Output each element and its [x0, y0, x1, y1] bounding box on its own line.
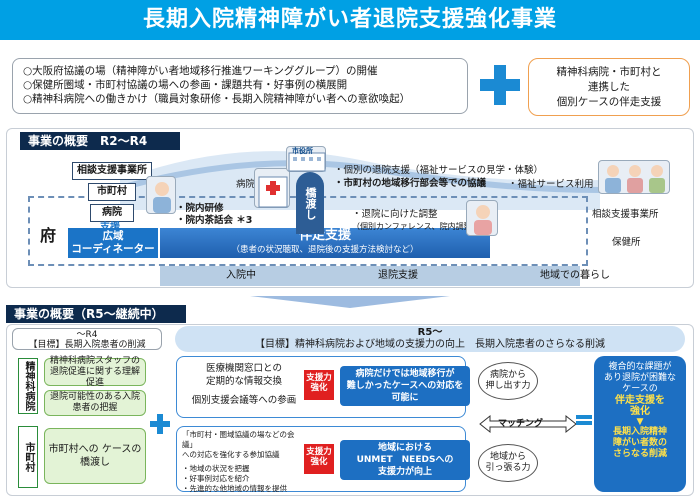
equals-icon [576, 412, 592, 428]
label-support: 支援 [100, 218, 120, 233]
support-strength-tag: 支援力強化 [304, 444, 334, 474]
final-line: 障がい者数の [612, 438, 667, 448]
matching-label: マッチング [498, 419, 544, 429]
hospital-word: 病院 [236, 179, 256, 190]
hospital-mid-text: 医療機関窓口との 定期的な情報交換 個別支援会議等への参画 [186, 362, 302, 407]
plus-icon [480, 65, 520, 105]
section-label-r2-r4: 事業の概要 R2～R4 [20, 132, 180, 150]
final-line: ケースの [622, 384, 658, 394]
consult-staff-group-icon [598, 160, 670, 194]
label-municipality: 市町村 [88, 183, 136, 201]
row-label-psych-hospital: 精神科病院 [18, 358, 38, 414]
mid-line: ・好事例対応を紹介 [182, 474, 250, 483]
accompany-subtitle: （患者の状況聴取、退院後の支援方法検討など） [231, 245, 419, 255]
arrow-down-icon: ▼ [636, 417, 644, 427]
push-force-oval: 病院から押し出す力 [478, 362, 538, 400]
page-title: 長期入院精神障がい者退院支援強化事業 [0, 0, 700, 40]
aim-item: ○大阪府協議の場（精神障がい者地域移行推進ワーキンググループ）の開催 [23, 65, 378, 77]
top-bullet: ・福祉サービス利用 [508, 179, 594, 190]
r5-line: 【目標】精神科病院および地域の支援力の向上 長期入院患者のさらなる削減 [255, 339, 605, 350]
coordinator-line: 広域 [102, 230, 124, 242]
mid-line: ・先進的な他地域の情報を提供 [182, 484, 287, 493]
top-bullet: ・個別の退院支援（福祉サービスの見学・体験） [334, 165, 544, 176]
goal-staff-understanding: 精神科病院スタッフの退院促進に関する理解促進 [44, 356, 146, 388]
oval-line: 押し出す力 [485, 381, 531, 391]
support-line: 連携した [588, 81, 630, 93]
outcome-line: 支援力が向上 [377, 467, 432, 477]
right-label-health-center: 保健所 [612, 237, 641, 248]
outcome-line: 病院だけでは地域移行が [355, 369, 455, 379]
support-line: 個別ケースの伴走支援 [556, 96, 662, 108]
aims-box: ○大阪府協議の場（精神障がい者地域移行推進ワーキンググループ）の開催 ○保健所圏… [12, 58, 468, 114]
row-label-municipality: 市町村 [18, 426, 38, 488]
municipality-mid-text: 「市町村・圏域協議の場などの会議」 への対応を強化する参加協議 ・地域の状況を把… [182, 430, 302, 494]
timeline-arrow [160, 266, 580, 286]
oval-line: 引っ張る力 [485, 463, 531, 473]
r5-line: R5～ [417, 327, 443, 338]
oval-line: 地域から [489, 452, 526, 462]
oval-line: 病院から [489, 370, 526, 380]
mid-bullet-sub: （個別カンファレンス、院内調整等） [352, 222, 488, 231]
r4-line: 【目標】長期入院患者の削減 [28, 340, 146, 350]
axis-community-life: 地域での暮らし [540, 270, 610, 281]
city-hall-building-icon [286, 146, 326, 172]
top-bullet: ・市町村の地域移行部会等での協議 [334, 178, 487, 189]
municipality-outcome-box: 地域における UNMET NEEDSへの 支援力が向上 [340, 440, 470, 480]
r4-goal-header: ～R4 【目標】長期入院患者の削減 [12, 328, 162, 350]
right-label-consult: 相談支援事業所 [592, 209, 659, 220]
bridge-label: 橋渡し [296, 172, 324, 234]
coordinator-line: コーディネーター [71, 243, 155, 255]
r5-goal-header: R5～ 【目標】精神科病院および地域の支援力の向上 長期入院患者のさらなる削減 [175, 326, 685, 352]
hospital-activity: ・院内茶話会 ＊3 [176, 215, 253, 226]
goal-case-handover: 市町村への ケースの橋渡し [44, 428, 146, 484]
final-line: あり退院が困難な [603, 373, 676, 383]
mid-line: 定期的な情報交換 [205, 376, 282, 387]
support-strength-tag: 支援力強化 [304, 370, 334, 400]
mid-line: 「市町村・圏域協議の場などの会議」 [182, 430, 295, 449]
mid-line: 個別支援会議等への参画 [191, 395, 297, 406]
coordinator-box: 広域 コーディネーター [68, 228, 158, 258]
transition-arrow [250, 296, 450, 308]
city-hall-sign: 市役所 [292, 147, 313, 155]
pull-force-oval: 地域から引っ張る力 [478, 444, 538, 482]
hospital-outcome-box: 病院だけでは地域移行が 難しかったケースへの対応を 可能に [340, 366, 470, 406]
support-box: 精神科病院・市町村と 連携した 個別ケースの伴走支援 [528, 58, 690, 116]
mid-line: 医療機関窓口との [206, 363, 282, 374]
aim-item: ○精神科病院への働きかけ（職員対象研修・長期入院精神障がい者への意欲喚起） [23, 93, 411, 105]
outcome-line: 可能に [391, 393, 419, 403]
section-label-r5: 事業の概要（R5～継続中） [6, 305, 186, 323]
mid-bullet: ・退院に向けた調整 [352, 209, 438, 220]
plus-icon [150, 414, 170, 434]
outcome-line: 地域における [377, 443, 432, 453]
goal-identify-patients: 退院可能性のある入院患者の把握 [44, 390, 146, 416]
label-consult-office: 相談支援事業所 [72, 162, 152, 180]
support-line: 精神科病院・市町村と [556, 66, 662, 78]
mid-line: への対応を強化する参加協議 [182, 450, 280, 459]
mid-line: ・地域の状況を把握 [182, 464, 250, 473]
outcome-line: 難しかったケースへの対応を [346, 381, 464, 391]
final-line: 伴走支援を [615, 395, 665, 406]
patient-person-icon [466, 200, 498, 236]
hospital-building-icon [254, 168, 290, 208]
r4-line: ～R4 [76, 330, 98, 340]
flow-wave-graphic [120, 151, 600, 210]
label-hospital: 病院 [90, 204, 134, 222]
final-line: 複合的な課題が [608, 362, 672, 372]
coordinator-person-icon [146, 176, 176, 214]
hospital-activity: ・院内研修 [176, 203, 224, 214]
axis-hospitalized: 入院中 [226, 270, 256, 281]
final-line: 長期入院精神 [612, 427, 667, 437]
final-line: 強化 [630, 406, 650, 417]
outcome-line: UNMET NEEDSへの [356, 455, 454, 465]
prefecture-label: 府 [40, 226, 57, 245]
final-line: さらなる削減 [612, 449, 667, 459]
axis-discharge-support: 退院支援 [378, 270, 418, 281]
aim-item: ○保健所圏域・市町村協議の場への参画・課題共有・好事例の横展開 [23, 79, 348, 91]
accompany-support-bar: 伴走支援 （患者の状況聴取、退院後の支援方法検討など） [160, 228, 490, 258]
final-outcome-box: 複合的な課題が あり退院が困難な ケースの 伴走支援を 強化 ▼ 長期入院精神 … [594, 356, 686, 492]
